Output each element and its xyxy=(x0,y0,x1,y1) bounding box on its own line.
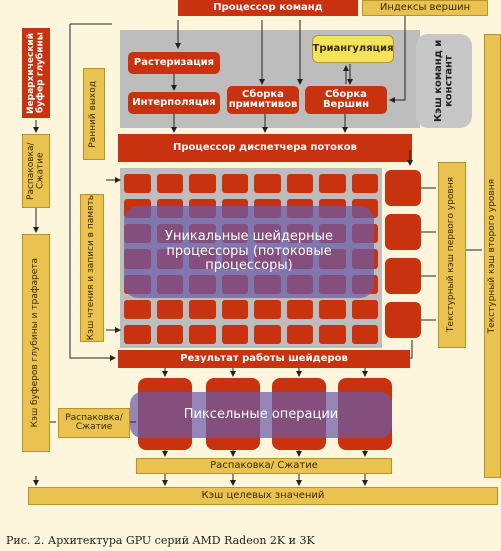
shader-cell xyxy=(156,174,183,194)
shader-cell xyxy=(286,174,313,194)
shader-cell xyxy=(189,299,216,319)
depth-stencil-cache: Кэш буферов глубины и трафарета xyxy=(22,234,50,452)
shader-cell xyxy=(124,299,151,319)
shader-cell xyxy=(189,324,216,344)
tex-unit-1 xyxy=(385,170,421,206)
shader-cell xyxy=(221,324,248,344)
cmd-const-cache: Кэш команд и констант xyxy=(416,34,472,128)
shader-cell xyxy=(254,324,281,344)
shader-result: Результат работы шейдеров xyxy=(118,350,410,368)
shader-cell xyxy=(319,324,346,344)
vertex-assembly: Сборка Вершин xyxy=(305,86,387,114)
shader-cell xyxy=(286,299,313,319)
primitive-assembly: Сборка примитивов xyxy=(227,86,299,114)
shader-cell xyxy=(221,174,248,194)
hier-z-label: Иерархический буфер глубины xyxy=(25,32,45,114)
unpack-compress-2: Распаковка/ Сжатие xyxy=(58,408,130,438)
shader-cell xyxy=(319,299,346,319)
l2-label: Текстурный кэш второго уровня xyxy=(486,178,497,334)
thread-dispatcher: Процессор диспетчера потоков xyxy=(118,134,412,162)
depth-stencil-label: Кэш буферов глубины и трафарета xyxy=(30,258,41,428)
shader-cell xyxy=(351,299,378,319)
shader-cell xyxy=(124,174,151,194)
shader-cell xyxy=(156,324,183,344)
rw-cache-label: Кэш чтения и записи в память xyxy=(86,195,97,341)
shader-cell xyxy=(319,174,346,194)
shader-cell xyxy=(189,174,216,194)
shader-cell xyxy=(221,299,248,319)
shader-cell xyxy=(124,324,151,344)
cmd-const-cache-label: Кэш команд и констант xyxy=(432,39,455,123)
l1-texture-cache: Текстурный кэш первого уровня xyxy=(438,162,466,348)
shader-processors: Уникальные шейдерные процессоры (потоков… xyxy=(124,206,374,298)
early-out-label: Ранний выход xyxy=(88,80,99,148)
target-cache: Кэш целевых значений xyxy=(28,487,498,505)
tex-unit-3 xyxy=(385,258,421,294)
command-processor: Процессор команд xyxy=(178,0,358,16)
unpack-compress-3: Распаковка/ Сжатие xyxy=(136,458,392,474)
triangulation: Триангуляция xyxy=(312,35,394,63)
shader-cell xyxy=(254,299,281,319)
shader-cell xyxy=(351,174,378,194)
hier-z-buffer: Иерархический буфер глубины xyxy=(22,28,50,118)
diagram-canvas: Процессор команд Индексы вершин Триангул… xyxy=(22,0,501,505)
pixel-operations: Пиксельные операции xyxy=(130,392,392,438)
early-out: Ранний выход xyxy=(83,68,105,160)
tex-unit-2 xyxy=(385,214,421,250)
shader-cell xyxy=(351,324,378,344)
unpack-compress-1: Распаковка/ Сжатие xyxy=(22,134,50,208)
l2-texture-cache: Текстурный кэш второго уровня xyxy=(484,34,501,478)
figure-caption: Рис. 2. Архитектура GPU серий AMD Radeon… xyxy=(6,534,315,547)
shader-cell xyxy=(254,174,281,194)
shader-cell xyxy=(156,299,183,319)
unpack1-label: Распаковка/ Сжатие xyxy=(25,142,45,200)
interpolation: Интерполяция xyxy=(128,92,220,114)
l1-label: Текстурный кэш первого уровня xyxy=(446,177,457,333)
rasterization: Растеризация xyxy=(128,52,220,74)
rw-memory-cache: Кэш чтения и записи в память xyxy=(80,194,104,342)
tex-unit-4 xyxy=(385,302,421,338)
vertex-indices: Индексы вершин xyxy=(362,0,488,16)
shader-cell xyxy=(286,324,313,344)
